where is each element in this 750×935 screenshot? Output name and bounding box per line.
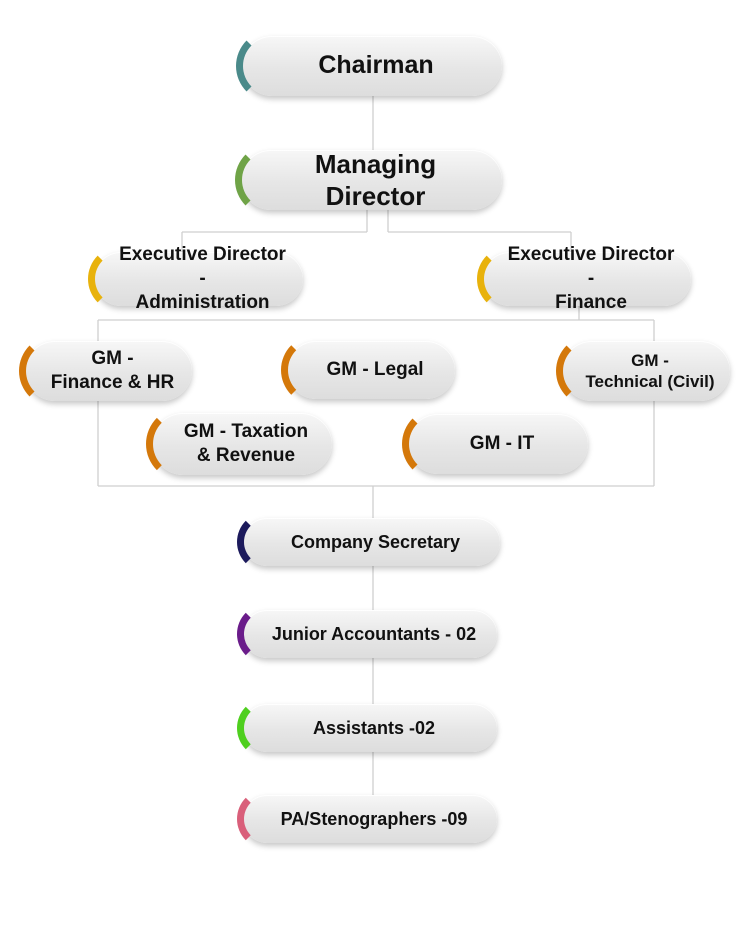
node-pa-stenographers-label: PA/Stenographers -09 (280, 808, 468, 829)
node-executive-director-administration-label: Executive Director - Administration (119, 244, 286, 313)
node-managing-director: Managing Director (235, 144, 502, 216)
node-executive-director-administration: Executive Director - Administration (88, 244, 303, 313)
node-gm-legal-label: GM - Legal (326, 359, 424, 381)
node-junior-accountants: Junior Accountants - 02 (237, 604, 497, 664)
node-assistants-label: Assistants -02 (312, 717, 436, 738)
node-executive-director-finance: Executive Director - Finance (477, 244, 691, 313)
node-executive-director-finance-label: Executive Director - Finance (507, 244, 675, 313)
node-gm-it: GM - IT (402, 408, 588, 480)
node-chairman-label: Chairman (318, 51, 434, 80)
node-gm-technical-civil: GM - Technical (Civil) (556, 335, 730, 407)
node-gm-finance-hr-label: GM - Finance & HR (50, 348, 175, 393)
node-junior-accountants-label: Junior Accountants - 02 (271, 623, 477, 644)
node-gm-taxation-revenue: GM - Taxation & Revenue (146, 407, 332, 481)
node-gm-taxation-revenue-label: GM - Taxation & Revenue (183, 421, 309, 466)
node-gm-finance-hr: GM - Finance & HR (19, 335, 192, 407)
node-gm-technical-civil-label: GM - Technical (Civil) (585, 350, 715, 391)
node-managing-director-label: Managing Director (314, 148, 437, 212)
node-pa-stenographers: PA/Stenographers -09 (237, 789, 497, 849)
node-gm-it-label: GM - IT (469, 433, 535, 455)
node-company-secretary: Company Secretary (237, 512, 500, 572)
node-company-secretary-label: Company Secretary (290, 531, 461, 552)
node-assistants: Assistants -02 (237, 698, 497, 758)
node-gm-legal: GM - Legal (281, 335, 455, 405)
node-chairman: Chairman (236, 30, 502, 102)
